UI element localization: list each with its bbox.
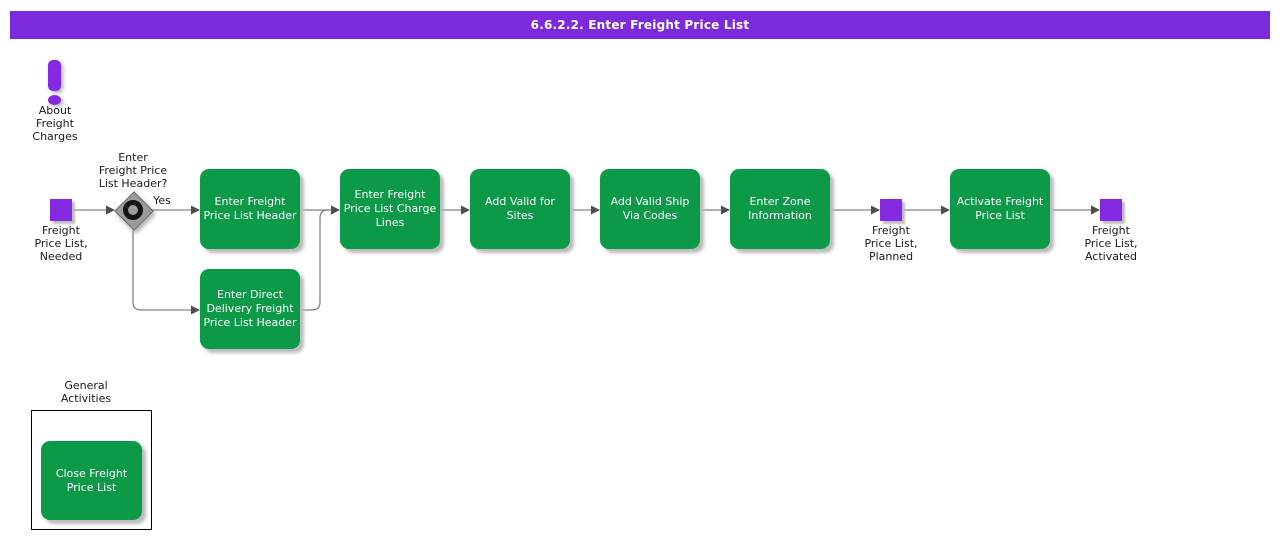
start-state-label: Freight Price List, Needed <box>34 224 88 263</box>
decision-ring-icon <box>123 200 143 220</box>
arrowhead-icon <box>591 205 600 215</box>
task-activate-freight-price-list[interactable]: Activate Freight Price List <box>950 169 1050 249</box>
task-enter-freight-price-list-header[interactable]: Enter Freight Price List Header <box>200 169 300 249</box>
arrowhead-icon <box>191 205 200 215</box>
connector-decision-no-branch <box>132 228 191 311</box>
arrowhead-icon <box>721 205 730 215</box>
exclamation-dot <box>48 95 61 105</box>
arrowhead-icon <box>461 205 470 215</box>
yes-branch-label: Yes <box>153 194 171 207</box>
planned-state-label: Freight Price List, Planned <box>864 224 918 263</box>
task-enter-direct-delivery-freight-price-list-header[interactable]: Enter Direct Delivery Freight Price List… <box>200 269 300 349</box>
arrowhead-icon <box>331 205 340 215</box>
activated-state-label: Freight Price List, Activated <box>1084 224 1138 263</box>
task-add-valid-ship-via-codes[interactable]: Add Valid Ship Via Codes <box>600 169 700 249</box>
general-activities-label: General Activities <box>60 379 112 405</box>
connector-directdelivery-merge <box>300 209 332 311</box>
activated-state-node <box>1100 199 1122 221</box>
arrowhead-icon <box>871 205 880 215</box>
page-title: 6.6.2.2. Enter Freight Price List <box>530 18 750 32</box>
arrowhead-icon <box>191 305 200 315</box>
planned-state-node <box>880 199 902 221</box>
task-enter-zone-information[interactable]: Enter Zone Information <box>730 169 830 249</box>
exclamation-icon[interactable] <box>42 58 72 108</box>
arrowhead-icon <box>1091 205 1100 215</box>
title-bar: 6.6.2.2. Enter Freight Price List <box>10 11 1270 39</box>
task-close-freight-price-list[interactable]: Close Freight Price List <box>41 441 142 520</box>
about-note-label: About Freight Charges <box>32 104 78 143</box>
task-enter-freight-price-list-charge-lines[interactable]: Enter Freight Price List Charge Lines <box>340 169 440 249</box>
start-state-node <box>50 199 72 221</box>
decision-question-label: Enter Freight Price List Header? <box>98 151 168 190</box>
exclamation-bar <box>48 60 61 91</box>
task-add-valid-for-sites[interactable]: Add Valid for Sites <box>470 169 570 249</box>
arrowhead-icon <box>941 205 950 215</box>
